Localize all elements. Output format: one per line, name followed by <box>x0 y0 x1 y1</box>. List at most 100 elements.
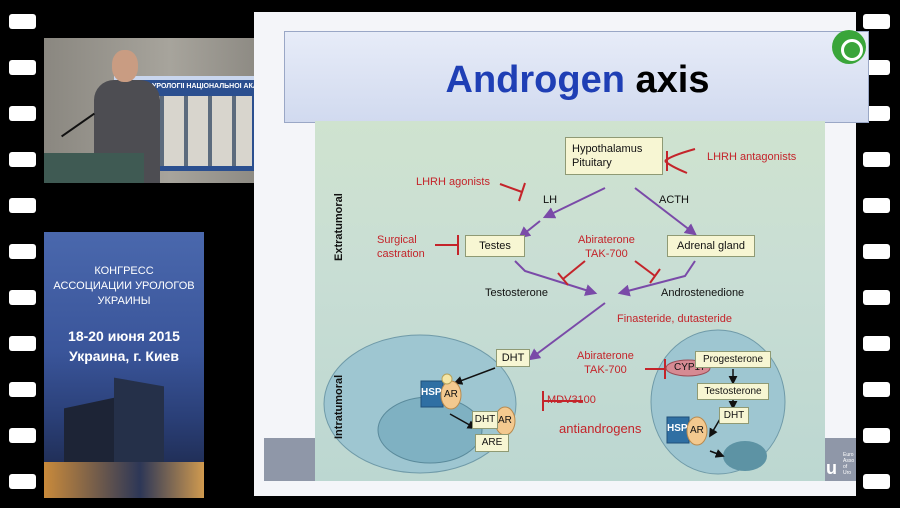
congress-title-line: УКРАИНЫ <box>97 295 151 307</box>
label-testosterone: Testosterone <box>485 287 548 299</box>
film-perforation <box>863 382 890 397</box>
footer-logo-text: u <box>826 458 837 478</box>
film-perforation <box>863 14 890 29</box>
film-perforation <box>9 106 36 121</box>
box-dht: DHT <box>496 349 530 367</box>
castration-text: castration <box>377 248 425 260</box>
tak700-text: TAK-700 <box>584 364 627 376</box>
street-lights <box>44 462 204 498</box>
presentation-slide: Androgen axis u Euro Asso of Uro <box>254 12 869 496</box>
hypothalamus-text: Hypothalamus <box>572 143 643 155</box>
abiraterone-text: Abiraterone <box>578 234 635 246</box>
inhibitor-abiraterone-left <box>562 260 586 280</box>
label-hsp: HSP <box>421 387 442 398</box>
film-perforation <box>9 198 36 213</box>
congress-date: 18-20 июня 2015 <box>68 328 180 344</box>
abiraterone-text: Abiraterone <box>577 350 634 362</box>
box-are: ARE <box>475 434 509 452</box>
film-perforation <box>863 244 890 259</box>
film-perforation <box>9 382 36 397</box>
title-word-androgen: Androgen <box>445 59 625 101</box>
film-strip-left <box>0 0 44 508</box>
label-abiraterone-tak700: Abiraterone TAK-700 <box>578 233 635 261</box>
label-hsp-right: HSP <box>667 423 688 434</box>
box-testosterone-intratumoral: Testosterone <box>697 383 769 400</box>
slide-title: Androgen axis <box>285 59 870 102</box>
film-perforation <box>863 198 890 213</box>
speaker-video: ІНСТИТУТ УРОЛОГІЇ НАЦІОНАЛЬНОЇ АКАДЕМІ <box>44 38 254 183</box>
film-strip-right <box>856 0 900 508</box>
box-testes: Testes <box>465 235 525 257</box>
box-dht-bound: DHT <box>472 411 498 429</box>
tak700-text: TAK-700 <box>585 248 628 260</box>
box-dht-intratumoral: DHT <box>719 407 749 424</box>
film-perforation <box>863 60 890 75</box>
arrow-merge-dht <box>528 302 606 361</box>
film-perforation <box>9 336 36 351</box>
logo-icon <box>832 30 866 64</box>
arrow-testes-merge <box>514 260 598 296</box>
film-perforation <box>863 474 890 489</box>
box-hypothalamus: Hypothalamus Pituitary <box>565 137 663 175</box>
film-perforation <box>9 152 36 167</box>
title-word-axis: axis <box>635 59 710 101</box>
film-perforation <box>9 14 36 29</box>
inhibitor-lhrh-agonists <box>499 183 523 193</box>
arrow-hypothalamus-lh <box>542 187 606 219</box>
ar-shape-right <box>686 416 708 446</box>
congress-title-line: КОНГРЕСС <box>94 265 154 277</box>
label-antiandrogens: antiandrogens <box>559 421 642 436</box>
label-androstenedione: Androstenedione <box>661 287 745 299</box>
label-finasteride: Finasteride, dutasteride <box>617 313 732 325</box>
arrow-ar-nucleus-right <box>709 449 725 458</box>
film-perforation <box>863 428 890 443</box>
film-perforation <box>863 152 890 167</box>
congress-title: КОНГРЕСС АССОЦИАЦИИ УРОЛОГОВ УКРАИНЫ <box>44 264 204 309</box>
congress-title-line: АССОЦИАЦИИ УРОЛОГОВ <box>53 280 195 292</box>
label-abiraterone-tak700-intratumoral: Abiraterone TAK-700 <box>577 349 634 377</box>
box-progesterone: Progesterone <box>695 351 771 368</box>
film-perforation <box>9 244 36 259</box>
label-acth: ACTH <box>659 194 689 206</box>
film-perforation <box>9 60 36 75</box>
slide-title-box: Androgen axis <box>284 31 869 123</box>
label-ar: AR <box>444 389 458 400</box>
label-lh: LH <box>543 194 558 206</box>
film-perforation <box>863 106 890 121</box>
label-surgical-castration: Surgical castration <box>377 233 425 261</box>
congress-city: Украина, г. Киев <box>69 348 179 364</box>
arrow-adrenal-merge <box>617 260 696 297</box>
label-lhrh-agonists: LHRH agonists <box>416 176 490 188</box>
label-ar-bound: AR <box>498 415 512 426</box>
arrow-ar-nucleus <box>449 413 477 429</box>
label-lhrh-antagonists: LHRH antagonists <box>707 151 797 163</box>
arrow-dht-ar <box>453 367 496 385</box>
speaker-head <box>112 50 138 82</box>
nucleus-right <box>723 441 767 471</box>
label-cyp17: CYP17 <box>674 362 706 373</box>
arrow-dht-ar-right <box>709 418 721 438</box>
inhibitor-lhrh-antagonists <box>664 148 696 162</box>
institute-banner-text: ІНСТИТУТ УРОЛОГІЇ НАЦІОНАЛЬНОЇ АКАДЕМІ <box>116 83 254 90</box>
film-perforation <box>9 290 36 305</box>
ligand-dot <box>441 373 453 385</box>
box-adrenal-gland: Adrenal gland <box>667 235 755 257</box>
label-intratumoral: Intratumoral <box>333 374 345 439</box>
podium <box>44 153 144 183</box>
footer-small-text: Euro Asso of Uro <box>843 452 855 476</box>
pituitary-text: Pituitary <box>572 157 612 169</box>
congress-banner: КОНГРЕСС АССОЦИАЦИИ УРОЛОГОВ УКРАИНЫ 18-… <box>44 232 204 498</box>
film-perforation <box>863 336 890 351</box>
film-perforation <box>9 428 36 443</box>
film-perforation <box>863 290 890 305</box>
diagram-connectors <box>323 148 786 475</box>
androgen-axis-diagram: Extratumoral Intratumoral Hypothalamus P… <box>315 121 825 481</box>
arrow-hypothalamus-acth <box>634 187 697 236</box>
film-perforation <box>9 474 36 489</box>
label-ar-right: AR <box>690 425 704 436</box>
label-mdv3100: MDV3100 <box>547 394 596 406</box>
surgical-text: Surgical <box>377 234 417 246</box>
inhibitor-abiraterone-right <box>634 260 656 277</box>
label-extratumoral: Extratumoral <box>333 193 345 261</box>
arrow-lh-testes <box>518 220 541 239</box>
